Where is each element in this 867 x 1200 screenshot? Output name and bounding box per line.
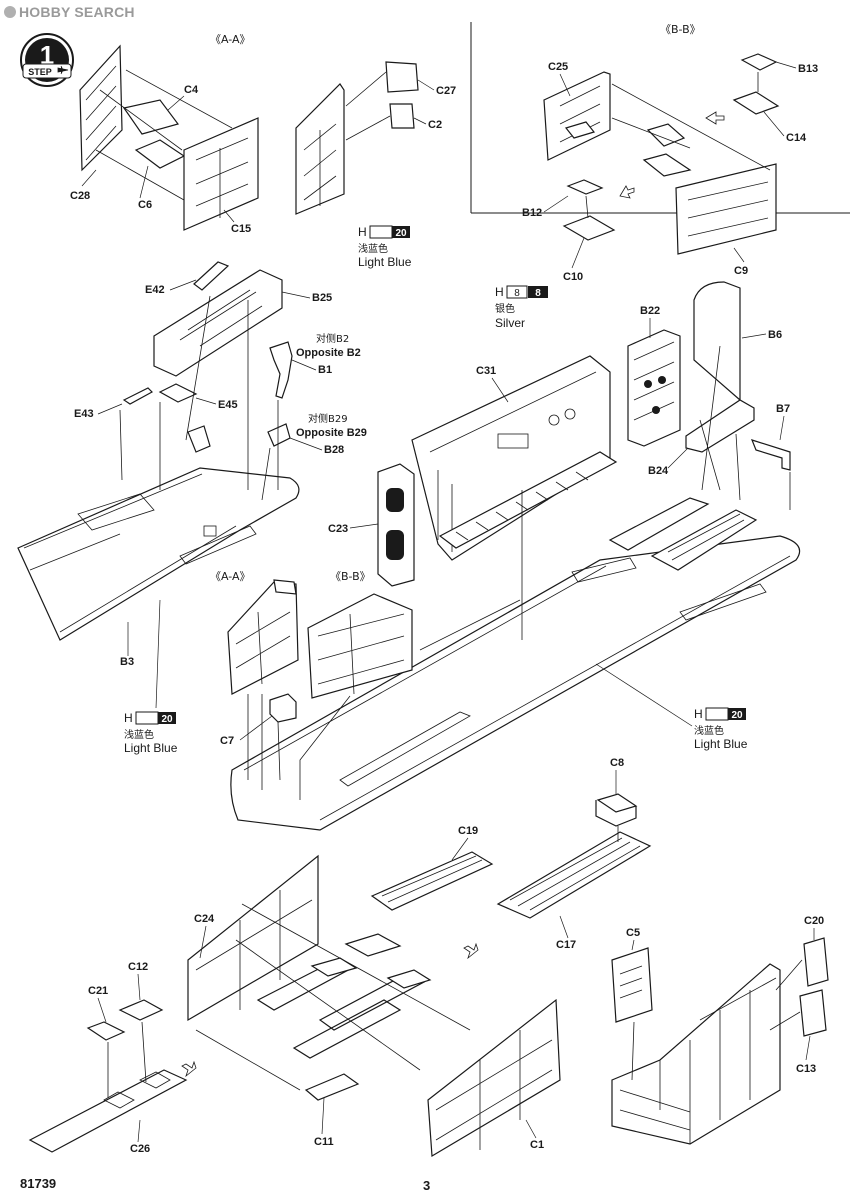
part-label-e45: E45 (218, 399, 238, 411)
section-bb-top: 《B-B》 (660, 23, 701, 36)
part-label-b22: B22 (640, 305, 660, 317)
part-label-b25: B25 (312, 292, 332, 304)
opposite-b2-cn: 对侧B2 (316, 332, 349, 345)
part-label-c21: C21 (88, 985, 108, 997)
watermark-text: HOBBY SEARCH (19, 4, 135, 20)
paint-h-label: H (495, 285, 504, 299)
paint-code: 20 (731, 710, 743, 721)
part-label-c23: C23 (328, 523, 348, 535)
paint-code-a: 8 (514, 288, 520, 299)
part-label-e42: E42 (145, 284, 165, 296)
paint-code-b: 8 (535, 288, 541, 299)
part-label-b1: B1 (318, 364, 332, 376)
watermark-logo: HOBBY SEARCH (4, 4, 135, 20)
part-label-c11: C11 (314, 1136, 334, 1148)
part-label-c5: C5 (626, 927, 640, 939)
part-label-b6: B6 (768, 329, 782, 341)
paint-name-en: Silver (495, 316, 525, 330)
part-label-b13: B13 (798, 63, 818, 75)
part-label-c9: C9 (734, 265, 748, 277)
part-label-c7: C7 (220, 735, 234, 747)
part-label-c1: C1 (530, 1139, 544, 1151)
logo-dot-icon (4, 6, 16, 18)
aa-assembly-top (79, 44, 419, 231)
paint-name-cn: 浅蓝色 (358, 242, 388, 255)
part-label-c27: C27 (436, 85, 456, 97)
bottom-assembly (28, 793, 829, 1158)
paint-name-en: Light Blue (358, 255, 412, 269)
part-label-c8: C8 (610, 757, 624, 769)
part-label-c28: C28 (70, 190, 90, 202)
part-label-b12: B12 (522, 207, 542, 219)
part-label-c20: C20 (804, 915, 824, 927)
airplane-icon (57, 65, 69, 75)
floor-assembly-right (227, 281, 801, 831)
part-label-c25: C25 (548, 61, 568, 73)
page-number: 3 (423, 1178, 431, 1193)
paint-chip-h20-top: H 20 浅蓝色 Light Blue (358, 225, 412, 269)
part-label-c14: C14 (786, 132, 807, 144)
part-label-c19: C19 (458, 825, 478, 837)
paint-code: 20 (161, 714, 173, 725)
floor-assembly-left (17, 261, 300, 641)
part-label-c26: C26 (130, 1143, 150, 1155)
part-label-c24: C24 (194, 913, 215, 925)
part-label-c17: C17 (556, 939, 576, 951)
part-label-c31: C31 (476, 365, 496, 377)
step-number: 1 (40, 40, 54, 70)
part-label-c10: C10 (563, 271, 583, 283)
paint-name-cn: 银色 (495, 302, 515, 315)
section-bb-mid: 《B-B》 (330, 570, 371, 583)
paint-chip-h20-left: H 20 浅蓝色 Light Blue (124, 711, 178, 755)
paint-name-cn: 浅蓝色 (694, 724, 724, 737)
part-label-b28: B28 (324, 444, 344, 456)
opposite-b2-en: Opposite B2 (296, 347, 361, 359)
paint-h-label: H (694, 707, 703, 721)
paint-chip-h20-right: H 20 浅蓝色 Light Blue (694, 707, 748, 751)
step-label: STEP (28, 67, 52, 77)
section-aa-mid: 《A-A》 (210, 570, 251, 583)
opposite-b29-cn: 对侧B29 (308, 412, 348, 425)
paint-name-cn: 浅蓝色 (124, 728, 154, 741)
part-label-c13: C13 (796, 1063, 816, 1075)
part-label-c6: C6 (138, 199, 152, 211)
part-label-b7: B7 (776, 403, 790, 415)
opposite-b29-en: Opposite B29 (296, 427, 367, 439)
paint-name-en: Light Blue (124, 741, 178, 755)
part-label-c4: C4 (184, 84, 199, 96)
bb-assembly-top (543, 53, 780, 255)
paint-h-label: H (124, 711, 133, 725)
paint-h-label: H (358, 225, 367, 239)
part-label-c15: C15 (231, 223, 251, 235)
part-label-c2: C2 (428, 119, 442, 131)
paint-chip-h8: H 8 8 银色 Silver (495, 285, 548, 330)
section-aa-top: 《A-A》 (210, 33, 251, 46)
part-label-b24: B24 (648, 465, 669, 477)
paint-code: 20 (395, 228, 407, 239)
product-code: 81739 (20, 1176, 57, 1191)
paint-name-en: Light Blue (694, 737, 748, 751)
step-badge: 1 STEP (20, 33, 74, 87)
part-label-c12: C12 (128, 961, 148, 973)
part-label-b3: B3 (120, 656, 134, 668)
part-label-e43: E43 (74, 408, 94, 420)
